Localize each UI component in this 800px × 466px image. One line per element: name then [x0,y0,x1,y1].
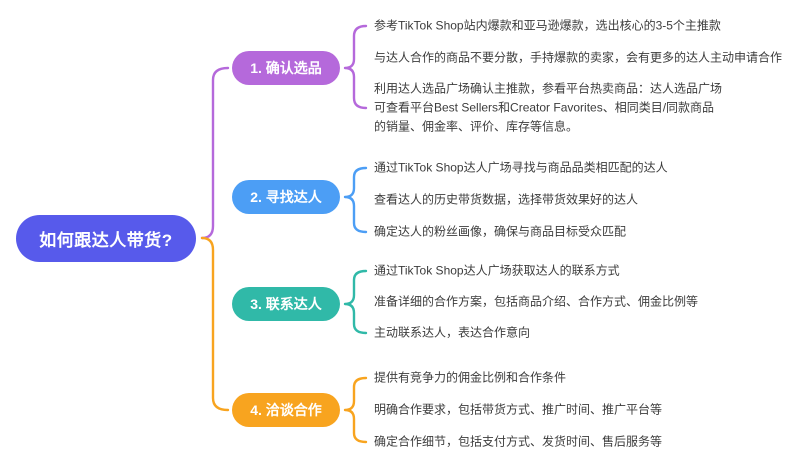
leaf-item[interactable]: 确定达人的粉丝画像，确保与商品目标受众匹配 [374,224,627,239]
leaf-item[interactable]: 确定合作细节，包括支付方式、发货时间、售后服务等 [374,434,663,449]
leaf-item[interactable]: 通过TikTok Shop达人广场寻找与商品品类相匹配的达人 [374,160,668,175]
branch-node-3[interactable]: 3. 联系达人 [232,287,340,321]
leaf-item[interactable]: 参考TikTok Shop站内爆款和亚马逊爆款，选出核心的3-5个主推款 [374,18,721,33]
branch-2-brace [343,166,368,234]
branch-3-brace [343,269,368,335]
branch-4-brace [343,376,368,444]
leaf-item[interactable]: 查看达人的历史带货数据，选择带货效果好的达人 [374,192,639,207]
leaf-item[interactable]: 提供有竞争力的佣金比例和合作条件 [374,370,567,385]
leaf-item[interactable]: 与达人合作的商品不要分散，手持爆款的卖家，会有更多的达人主动申请合作 [374,50,783,65]
branch-node-2[interactable]: 2. 寻找达人 [232,180,340,214]
leaf-item[interactable]: 明确合作要求，包括带货方式、推广时间、推广平台等 [374,402,663,417]
leaf-item[interactable]: 主动联系达人，表达合作意向 [374,325,531,340]
root-node[interactable]: 如何跟达人带货? [16,215,196,262]
branch-node-1[interactable]: 1. 确认选品 [232,51,340,85]
leaf-item[interactable]: 通过TikTok Shop达人广场获取达人的联系方式 [374,263,620,278]
leaf-item[interactable]: 准备详细的合作方案，包括商品介绍、合作方式、佣金比例等 [374,294,699,309]
root-brace-bottom [200,236,230,412]
branch-node-4[interactable]: 4. 洽谈合作 [232,393,340,427]
leaf-item[interactable]: 利用达人选品广场确认主推款，参看平台热卖商品：达人选品广场 可查看平台Best … [374,81,723,134]
root-brace-top [200,66,230,240]
branch-1-brace [343,24,368,110]
